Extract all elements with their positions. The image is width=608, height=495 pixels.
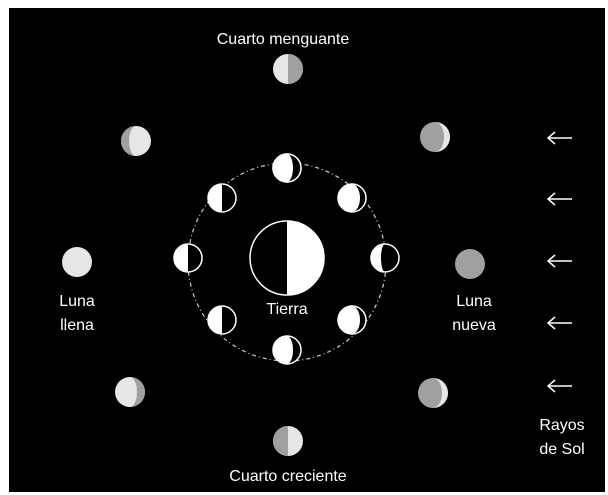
inner-moon-top <box>272 153 302 183</box>
label-new-moon-line1: Luna <box>456 293 492 310</box>
moon-full <box>62 247 92 277</box>
moon-first-quarter <box>273 426 303 456</box>
inner-moon-bottom-left <box>207 305 237 335</box>
sun-ray-arrow-icon <box>546 131 572 145</box>
moon-new <box>455 249 485 279</box>
sun-ray-arrow-icon <box>546 379 572 393</box>
moon-waning-gibbous <box>121 126 151 156</box>
sun-rays <box>546 131 572 393</box>
label-third-quarter: Cuarto menguante <box>217 31 350 48</box>
earth <box>249 220 325 296</box>
inner-moon-right <box>370 243 400 273</box>
outer-moons <box>62 54 485 456</box>
moon-waxing-crescent <box>418 378 448 408</box>
label-sun-rays-line2: de Sol <box>539 441 584 458</box>
inner-moon-bottom <box>272 335 302 365</box>
label-new-moon-line2: nueva <box>452 317 496 334</box>
inner-moon-top-right <box>337 183 367 213</box>
inner-moon-left <box>173 243 203 273</box>
label-earth: Tierra <box>266 301 307 318</box>
sun-ray-arrow-icon <box>546 254 572 268</box>
label-first-quarter: Cuarto creciente <box>229 468 346 485</box>
label-sun-rays-line1: Rayos <box>539 417 584 434</box>
inner-moon-top-left <box>207 183 237 213</box>
moon-third-quarter <box>273 54 303 84</box>
label-full-moon-line1: Luna <box>59 293 95 310</box>
inner-moon-bottom-right <box>337 305 367 335</box>
inner-moons <box>173 153 400 365</box>
sun-ray-arrow-icon <box>546 192 572 206</box>
moon-waxing-gibbous <box>115 377 145 407</box>
sun-ray-arrow-icon <box>546 316 572 330</box>
moon-waning-crescent <box>420 122 450 152</box>
label-full-moon-line2: llena <box>60 317 94 334</box>
